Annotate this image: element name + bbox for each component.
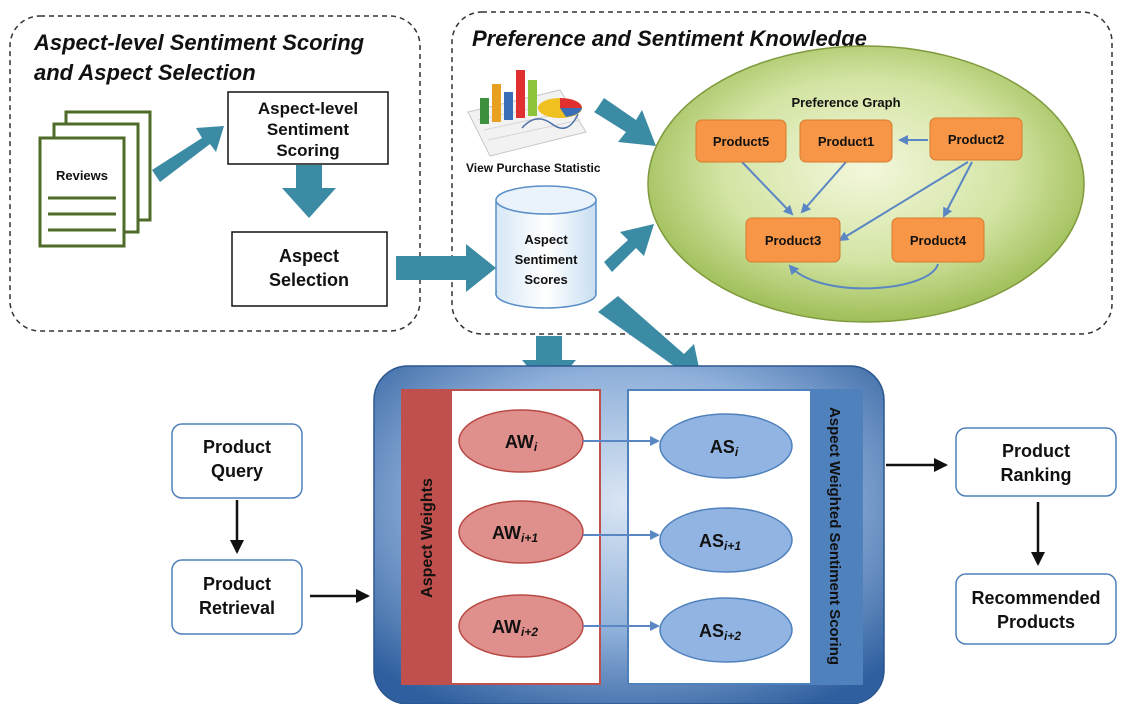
aw-1-sub: i xyxy=(534,440,538,454)
product-ranking-line1: Product xyxy=(1002,441,1070,461)
arrow-reviews-to-scoring xyxy=(152,126,224,182)
aspect-weights-label: Aspect Weights xyxy=(419,478,436,598)
reviews-label: Reviews xyxy=(56,168,108,183)
node-product3: Product3 xyxy=(765,233,821,248)
aspect-score-ellipse-3 xyxy=(659,597,793,663)
view-purchase-statistic-label: View Purchase Statistic xyxy=(466,161,601,175)
left-section-frame xyxy=(9,15,421,332)
chart-icon xyxy=(467,70,587,157)
aw-3-sub: i+2 xyxy=(521,625,538,639)
aspect-weight-2: AWi+1 xyxy=(492,523,538,545)
product-retrieval-line2: Retrieval xyxy=(199,598,275,618)
aspect-score-ellipse-1 xyxy=(659,413,793,479)
aspect-selection-box xyxy=(231,231,388,307)
weight-to-score-arrows xyxy=(583,436,660,631)
aspect-sentiment-scores-database xyxy=(495,185,597,309)
as-3-sub: i+2 xyxy=(724,629,741,643)
product-retrieval-box xyxy=(171,559,303,635)
right-section-title: Preference and Sentiment Knowledge xyxy=(472,26,867,51)
arrow-statistic-to-graph xyxy=(594,98,656,146)
aspect-weight-1: AWi xyxy=(505,432,538,454)
node-product3-shape xyxy=(745,217,841,263)
left-section-title-line2: and Aspect Selection xyxy=(34,60,256,85)
node-product5-shape xyxy=(695,119,787,163)
aspect-score-1: ASi xyxy=(710,437,739,459)
recommended-products-line1: Recommended xyxy=(971,588,1100,608)
node-product5: Product5 xyxy=(713,134,769,149)
aw-2-sub: i+1 xyxy=(521,531,538,545)
aspect-weight-ellipse-2 xyxy=(458,500,584,564)
reviews-document-stack xyxy=(38,110,152,248)
aspect-selection-line1: Aspect xyxy=(279,246,339,266)
product-ranking-line2: Ranking xyxy=(1000,465,1071,485)
aspect-scoring-line3: Scoring xyxy=(276,141,339,160)
aspect-scoring-line2: Sentiment xyxy=(267,120,350,139)
aspect-weights-bar xyxy=(402,390,452,684)
aspect-scoring-line1: Aspect-level xyxy=(258,99,358,118)
database-line2: Sentiment xyxy=(515,252,579,267)
product-query-line1: Product xyxy=(203,437,271,457)
as-1-base: AS xyxy=(710,437,735,457)
preference-graph-title: Preference Graph xyxy=(791,95,900,110)
aw-2-base: AW xyxy=(492,523,521,543)
as-2-sub: i+1 xyxy=(724,539,741,553)
arrow-database-to-weights xyxy=(522,336,576,392)
node-product4-shape xyxy=(891,217,985,263)
arrow-scoring-to-selection xyxy=(282,165,336,218)
arrow-database-to-scoring xyxy=(598,296,702,382)
node-product2-shape xyxy=(929,117,1023,161)
node-product2: Product2 xyxy=(948,132,1004,147)
preference-graph-edges xyxy=(741,135,973,290)
database-line3: Scores xyxy=(524,272,567,287)
recommended-products-line2: Products xyxy=(997,612,1075,632)
product-retrieval-line1: Product xyxy=(203,574,271,594)
preference-graph-ellipse xyxy=(647,45,1085,323)
aspect-selection-line2: Selection xyxy=(269,270,349,290)
aspect-score-ellipse-2 xyxy=(659,507,793,573)
aspect-scoring-label: Aspect Weighted Sentiment Scoring xyxy=(826,407,843,665)
as-2-base: AS xyxy=(699,531,724,551)
left-section-title-line1: Aspect-level Sentiment Scoring xyxy=(33,30,365,55)
aspect-scoring-box xyxy=(227,91,389,165)
aw-3-base: AW xyxy=(492,617,521,637)
node-product1: Product1 xyxy=(818,134,874,149)
product-query-box xyxy=(171,423,303,499)
aspect-score-3: ASi+2 xyxy=(699,621,741,643)
product-ranking-box xyxy=(955,427,1117,497)
as-3-base: AS xyxy=(699,621,724,641)
node-product4: Product4 xyxy=(910,233,967,248)
arrow-database-to-graph xyxy=(604,224,654,272)
node-product1-shape xyxy=(799,119,893,163)
as-1-sub: i xyxy=(735,445,739,459)
product-query-line2: Query xyxy=(211,461,263,481)
aspect-weight-3: AWi+2 xyxy=(492,617,538,639)
arrow-selection-to-database xyxy=(396,244,496,292)
aspect-scoring-bar xyxy=(810,390,862,684)
aspect-score-2: ASi+1 xyxy=(699,531,741,553)
aw-1-base: AW xyxy=(505,432,534,452)
recommended-products-box xyxy=(955,573,1117,645)
database-line1: Aspect xyxy=(524,232,568,247)
right-section-frame xyxy=(451,11,1113,335)
